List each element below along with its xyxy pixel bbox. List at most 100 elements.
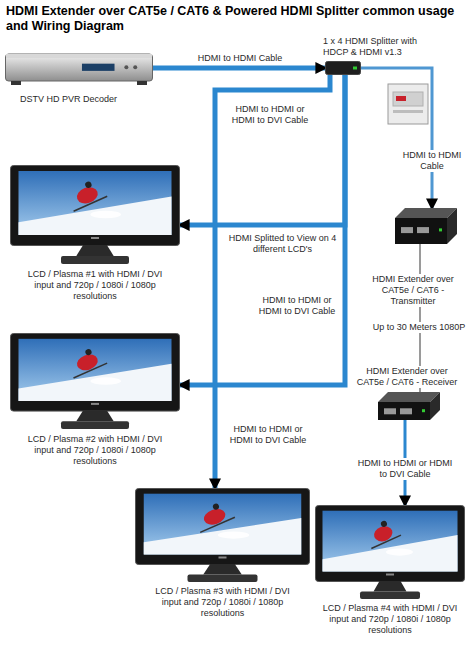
illustration-part: [66, 177, 108, 211]
illustration-part: [380, 520, 388, 528]
illustration-part: [137, 81, 147, 85]
cable-connector: [153, 66, 325, 71]
illustration-part: [364, 517, 402, 549]
illustration-part: [203, 564, 242, 574]
illustration-part: [19, 364, 172, 401]
cable-label: HDMI to HDMI Cable: [398, 150, 466, 172]
cable-label: HDMI Splitted to View on 4 different LCD…: [225, 233, 340, 255]
splitter-device: 1 x 4 HDMI Splitter with HDCP & HDMI v1.…: [325, 61, 361, 75]
extender-device: HDMI Extender over CAT5e / CAT6 - Transm…: [395, 208, 457, 244]
device-caption: LCD / Plasma #1 with HDMI / DVI input an…: [20, 269, 170, 302]
illustration-part: [84, 181, 92, 189]
illustration-part: [19, 171, 172, 235]
illustration-part: [6, 54, 153, 81]
device-caption: HDMI Extender over CAT5e / CAT6 - Transm…: [358, 274, 468, 307]
extender-device: HDMI Extender over CAT5e / CAT6 - Receiv…: [378, 392, 440, 420]
illustration-part: [417, 227, 429, 233]
illustration-part: [386, 548, 413, 555]
illustration-part: [400, 408, 412, 414]
illustration-part: [136, 489, 310, 565]
illustration-part: [19, 197, 172, 235]
illustration-part: [378, 392, 440, 402]
illustration-part: [323, 535, 458, 571]
illustration-part: [401, 227, 413, 233]
cable-label: HDMI to HDMI or HDMI to DVI Cable: [253, 295, 341, 317]
box-illustration: [395, 208, 457, 244]
illustration-part: [360, 591, 420, 599]
cable-label: HDMI to HDMI or HDMI to DVI Cable: [222, 424, 314, 446]
illustration-part: [202, 506, 228, 527]
tv-illustration: [10, 333, 180, 430]
illustration-part: [73, 363, 108, 378]
device-caption: HDMI Extender over CAT5e / CAT6 - Receiv…: [352, 366, 462, 388]
illustration-part: [124, 65, 128, 69]
illustration-part: [11, 334, 180, 412]
illustration-part: [193, 499, 236, 532]
device-caption: LCD / Plasma #3 with HDMI / DVI input an…: [145, 586, 300, 619]
tv-illustration: [10, 165, 180, 265]
cable-connector: [361, 68, 432, 208]
cable-connector: [180, 75, 345, 385]
illustration-part: [6, 54, 152, 58]
illustration-part: [91, 237, 99, 239]
lcd-screen: LCD / Plasma #4 with HDMI / DVI input an…: [315, 505, 465, 600]
cable-label: HDMI to HDMI Cable: [180, 53, 300, 64]
illustration-part: [61, 421, 129, 429]
cable-connector: [180, 75, 345, 225]
illustration-part: [144, 494, 302, 555]
illustration-part: [76, 245, 113, 256]
tv-illustration: [315, 505, 465, 600]
cable-connector: [215, 75, 330, 488]
illustration-part: [199, 517, 235, 532]
device-caption: 1 x 4 HDMI Splitter with HDCP & HDMI v1.…: [323, 36, 435, 58]
splitter-illustration: [325, 61, 361, 75]
illustration-part: [82, 64, 115, 71]
illustration-part: [11, 81, 21, 85]
splitter-front-badge: [396, 96, 406, 101]
illustration-part: [11, 166, 180, 246]
lcd-screen: LCD / Plasma #2 with HDMI / DVI input an…: [10, 333, 180, 430]
illustration-part: [76, 411, 113, 422]
diagram-title: HDMI Extender over CAT5e / CAT6 & Powere…: [6, 4, 468, 34]
illustration-part: [430, 392, 440, 420]
illustration-part: [66, 344, 108, 378]
cable-label: HDMI to HDMI or HDMI to DVI Cable: [355, 458, 455, 480]
illustration-part: [323, 511, 458, 572]
splitter-front-strip: [393, 110, 423, 113]
illustration-part: [61, 256, 129, 264]
illustration-part: [422, 409, 425, 412]
box-illustration: [378, 392, 440, 420]
illustration-part: [84, 348, 92, 356]
device-caption: LCD / Plasma #4 with HDMI / DVI input an…: [320, 603, 460, 636]
illustration-part: [218, 531, 250, 538]
illustration-part: [384, 408, 396, 414]
illustration-part: [212, 503, 220, 511]
illustration-part: [326, 62, 361, 75]
decoder-illustration: [5, 50, 153, 86]
illustration-part: [395, 218, 447, 244]
illustration-part: [91, 403, 99, 405]
illustration-part: [90, 211, 121, 219]
illustration-part: [219, 557, 227, 559]
illustration-part: [371, 535, 402, 548]
illustration-part: [133, 65, 137, 69]
illustration-part: [439, 228, 442, 231]
lcd-screen: LCD / Plasma #3 with HDMI / DVI input an…: [135, 488, 310, 583]
splitter-front-window: [393, 92, 423, 106]
illustration-part: [386, 574, 394, 576]
illustration-part: [447, 208, 457, 244]
splitter-front-panel: [388, 84, 428, 124]
device-caption: LCD / Plasma #2 with HDMI / DVI input an…: [20, 434, 170, 467]
illustration-part: [353, 67, 357, 70]
cable-label: HDMI to HDMI or HDMI to DVI Cable: [225, 104, 315, 126]
illustration-part: [378, 402, 430, 420]
tv-illustration: [135, 488, 310, 583]
illustration-part: [374, 581, 407, 591]
illustration-part: [316, 506, 465, 582]
decoder-device: DSTV HD PVR Decoder: [5, 50, 153, 86]
illustration-part: [19, 339, 172, 401]
cable-label: Up to 30 Meters 1080P: [370, 322, 468, 333]
lcd-screen: LCD / Plasma #1 with HDMI / DVI input an…: [10, 165, 180, 265]
illustration-part: [144, 518, 302, 554]
